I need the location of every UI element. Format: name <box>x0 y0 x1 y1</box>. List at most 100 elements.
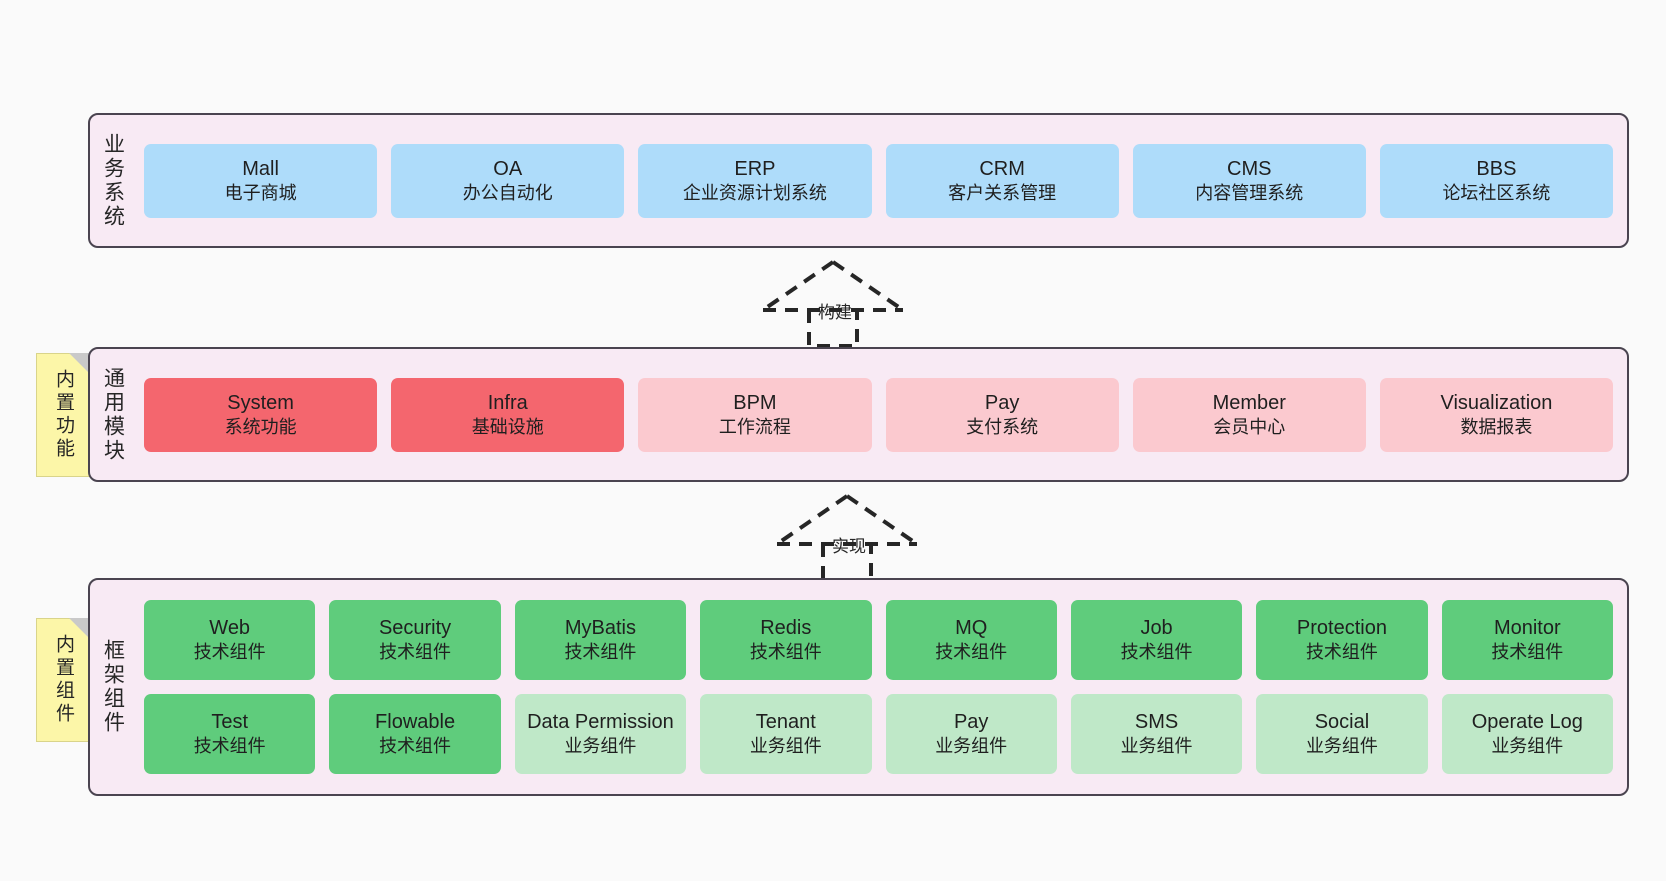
node-protection[interactable]: Protection 技术组件 <box>1256 600 1428 680</box>
node-mall[interactable]: Mall 电子商城 <box>144 143 378 218</box>
node-erp[interactable]: ERP 企业资源计划系统 <box>638 143 872 218</box>
node-subtitle: 业务组件 <box>935 736 1008 757</box>
node-subtitle: 电子商城 <box>224 182 297 203</box>
node-title: Pay <box>953 711 989 734</box>
node-crm[interactable]: CRM 客户关系管理 <box>885 143 1119 218</box>
note-label: 内置功能 <box>53 369 74 461</box>
node-subtitle: 工作流程 <box>718 416 791 437</box>
layer-title-business-system: 业务系统 <box>101 132 125 229</box>
node-title: MyBatis <box>564 617 636 640</box>
row: Mall 电子商城 OA 办公自动化 ERP 企业资源计划系统 CRM 客户关系… <box>144 143 1614 218</box>
node-oa[interactable]: OA 办公自动化 <box>391 143 625 218</box>
node-pay-business[interactable]: Pay 业务组件 <box>885 694 1057 774</box>
node-sms[interactable]: SMS 业务组件 <box>1070 694 1243 774</box>
node-subtitle: 技术组件 <box>935 642 1008 663</box>
node-title: Mall <box>242 157 279 180</box>
node-subtitle: 基础设施 <box>471 416 544 437</box>
node-title: SMS <box>1134 711 1179 734</box>
node-subtitle: 数据报表 <box>1460 416 1533 437</box>
arrow-implement-label: 实现 <box>832 537 866 556</box>
node-title: Visualization <box>1440 391 1553 414</box>
node-title: BBS <box>1476 157 1517 180</box>
node-subtitle: 业务组件 <box>749 736 822 757</box>
node-title: Member <box>1212 391 1286 414</box>
node-title: MQ <box>955 617 988 640</box>
node-title: CMS <box>1227 157 1272 180</box>
node-title: Security <box>378 617 452 640</box>
node-title: Monitor <box>1493 617 1561 640</box>
node-monitor[interactable]: Monitor 技术组件 <box>1441 600 1613 680</box>
node-title: Web <box>209 617 251 640</box>
node-mybatis[interactable]: MyBatis 技术组件 <box>514 600 687 680</box>
row: Test 技术组件 Flowable 技术组件 Data Permission … <box>144 694 1613 774</box>
node-subtitle: 技术组件 <box>749 642 822 663</box>
node-subtitle: 技术组件 <box>1120 642 1193 663</box>
arrow-build: 构建 <box>758 258 908 348</box>
node-title: CRM <box>979 157 1025 180</box>
node-title: Infra <box>487 391 528 414</box>
node-infra[interactable]: Infra 基础设施 <box>391 377 625 452</box>
node-subtitle: 技术组件 <box>564 642 637 663</box>
node-subtitle: 办公自动化 <box>462 182 553 203</box>
node-data-permission[interactable]: Data Permission 业务组件 <box>514 694 687 774</box>
node-title: Tenant <box>755 711 816 734</box>
node-subtitle: 技术组件 <box>193 642 266 663</box>
node-title: Social <box>1314 711 1370 734</box>
node-title: System <box>227 391 294 414</box>
arrow-implement-icon <box>775 494 919 582</box>
node-redis[interactable]: Redis 技术组件 <box>700 600 872 680</box>
node-subtitle: 技术组件 <box>379 642 452 663</box>
node-title: OA <box>493 157 523 180</box>
node-title: ERP <box>734 157 776 180</box>
node-subtitle: 会员中心 <box>1213 416 1286 437</box>
node-subtitle: 企业资源计划系统 <box>682 182 827 203</box>
node-system[interactable]: System 系统功能 <box>144 377 378 452</box>
node-web[interactable]: Web 技术组件 <box>144 600 316 680</box>
note-builtin-component: 内置组件 <box>36 618 91 742</box>
node-member[interactable]: Member 会员中心 <box>1132 377 1366 452</box>
node-subtitle: 业务组件 <box>564 736 637 757</box>
node-job[interactable]: Job 技术组件 <box>1070 600 1243 680</box>
node-title: Protection <box>1296 617 1387 640</box>
node-title: Operate Log <box>1471 711 1583 734</box>
node-tenant[interactable]: Tenant 业务组件 <box>700 694 872 774</box>
node-subtitle: 技术组件 <box>379 736 452 757</box>
layer-title-common-module: 通用模块 <box>101 366 125 463</box>
node-title: Job <box>1140 617 1173 640</box>
layer-body-business-system: Mall 电子商城 OA 办公自动化 ERP 企业资源计划系统 CRM 客户关系… <box>136 115 1627 246</box>
node-title: BPM <box>733 391 777 414</box>
layer-body-common-module: System 系统功能 Infra 基础设施 BPM 工作流程 Pay 支付系统… <box>136 349 1627 480</box>
arrow-implement: 实现 <box>772 492 922 582</box>
node-subtitle: 业务组件 <box>1491 736 1564 757</box>
node-flowable[interactable]: Flowable 技术组件 <box>329 694 501 774</box>
row: System 系统功能 Infra 基础设施 BPM 工作流程 Pay 支付系统… <box>144 377 1614 452</box>
row: Web 技术组件 Security 技术组件 MyBatis 技术组件 Redi… <box>144 600 1613 680</box>
arrow-build-label: 构建 <box>818 303 852 322</box>
layer-common-module: 通用模块 System 系统功能 Infra 基础设施 BPM 工作流程 Pay… <box>88 347 1629 482</box>
node-subtitle: 业务组件 <box>1305 736 1378 757</box>
node-mq[interactable]: MQ 技术组件 <box>885 600 1057 680</box>
layer-business-system: 业务系统 Mall 电子商城 OA 办公自动化 ERP 企业资源计划系统 CRM… <box>88 113 1629 248</box>
node-title: Redis <box>760 617 812 640</box>
note-label: 内置组件 <box>53 634 74 726</box>
node-bpm[interactable]: BPM 工作流程 <box>638 377 872 452</box>
note-builtin-function: 内置功能 <box>36 353 91 477</box>
node-bbs[interactable]: BBS 论坛社区系统 <box>1379 143 1614 218</box>
node-title: Test <box>211 711 249 734</box>
node-title: Flowable <box>375 711 456 734</box>
node-test[interactable]: Test 技术组件 <box>144 694 316 774</box>
node-subtitle: 支付系统 <box>966 416 1039 437</box>
arrow-build-icon <box>761 260 905 348</box>
layer-title-framework-component: 框架组件 <box>101 639 125 735</box>
node-visualization[interactable]: Visualization 数据报表 <box>1379 377 1614 452</box>
node-pay[interactable]: Pay 支付系统 <box>885 377 1119 452</box>
node-title: Data Permission <box>527 711 674 734</box>
node-subtitle: 技术组件 <box>1491 642 1564 663</box>
node-subtitle: 业务组件 <box>1120 736 1193 757</box>
node-operate-log[interactable]: Operate Log 业务组件 <box>1441 694 1613 774</box>
node-subtitle: 技术组件 <box>1305 642 1378 663</box>
node-cms[interactable]: CMS 内容管理系统 <box>1132 143 1366 218</box>
node-social[interactable]: Social 业务组件 <box>1256 694 1428 774</box>
node-security[interactable]: Security 技术组件 <box>329 600 501 680</box>
